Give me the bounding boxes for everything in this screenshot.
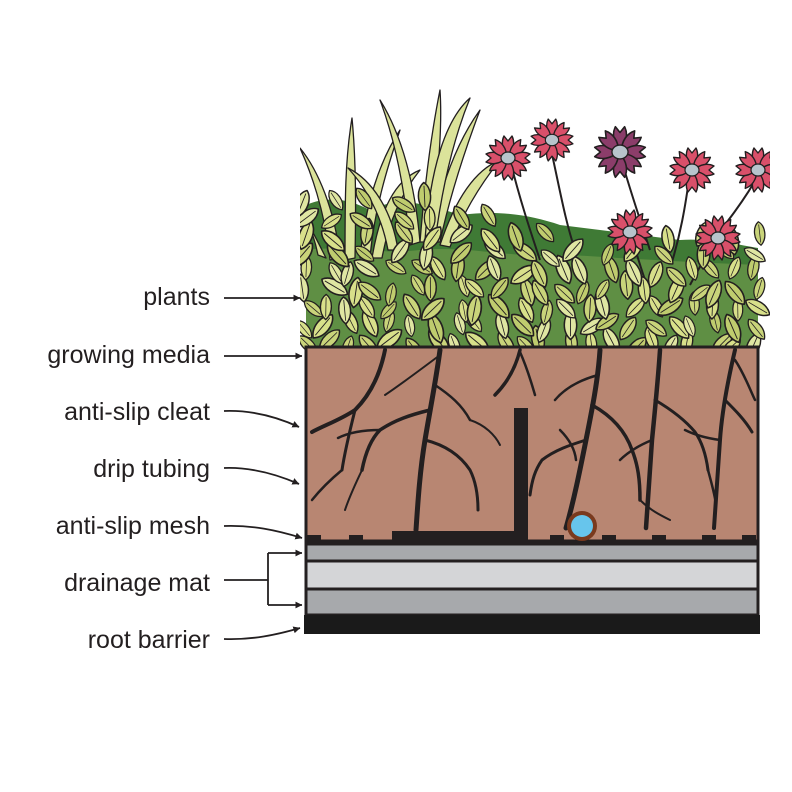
anti-slip-cleat bbox=[392, 408, 528, 542]
flower bbox=[669, 147, 715, 193]
leaf bbox=[423, 273, 438, 302]
drainage-bracket bbox=[224, 553, 269, 605]
leader-lines bbox=[223, 294, 303, 641]
anti-slip-mesh bbox=[307, 535, 756, 541]
plant-layer bbox=[300, 89, 770, 350]
label-root-barrier: root barrier bbox=[88, 626, 210, 654]
label-drip-tubing: drip tubing bbox=[93, 455, 210, 483]
label-drainage-mat: drainage mat bbox=[64, 569, 210, 597]
label-group: plants growing media anti-slip cleat dri… bbox=[47, 283, 210, 654]
leaf bbox=[752, 220, 767, 247]
label-anti-slip-cleat: anti-slip cleat bbox=[64, 398, 210, 426]
growing-media-layer bbox=[304, 345, 760, 543]
label-growing-media: growing media bbox=[47, 341, 210, 369]
flower bbox=[593, 125, 647, 179]
flower bbox=[530, 118, 574, 162]
arrow-anti-slip-mesh bbox=[223, 524, 303, 540]
arrow-root-barrier bbox=[223, 626, 301, 641]
flower bbox=[735, 147, 770, 193]
flower-cluster bbox=[485, 118, 770, 261]
drip-tubing bbox=[567, 511, 597, 541]
label-anti-slip-mesh: anti-slip mesh bbox=[56, 512, 210, 540]
label-plants: plants bbox=[143, 283, 210, 311]
flower bbox=[607, 209, 653, 255]
arrow-anti-slip-cleat bbox=[223, 410, 300, 428]
root-system bbox=[310, 347, 757, 533]
flower bbox=[695, 215, 741, 261]
root-barrier-layer bbox=[304, 615, 760, 634]
arrow-drip-tubing bbox=[223, 467, 300, 485]
drainage-mat-layer bbox=[304, 542, 760, 617]
flower bbox=[485, 135, 531, 181]
